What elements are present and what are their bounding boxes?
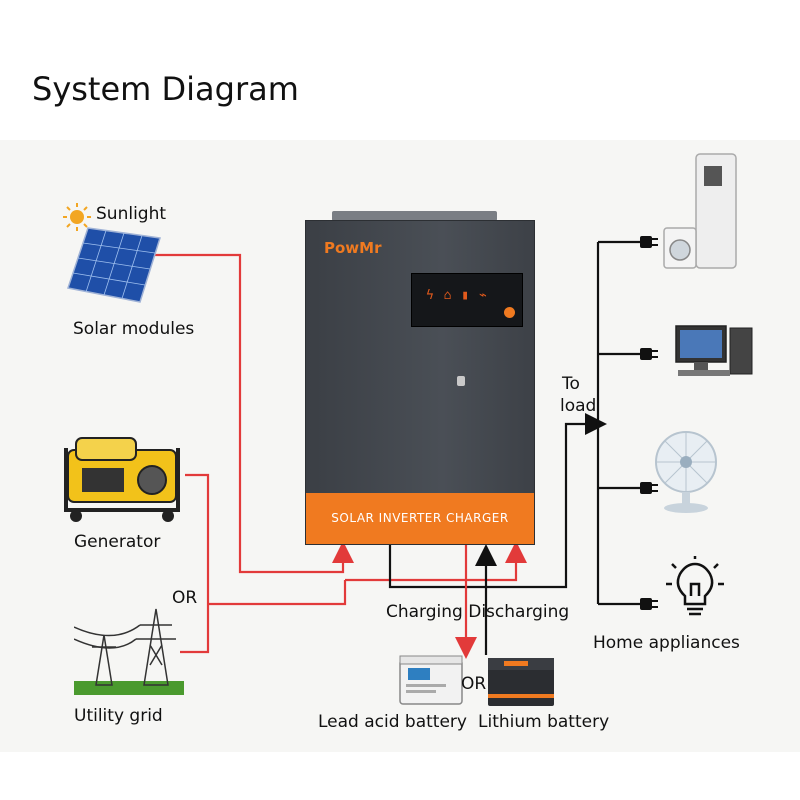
appliance-fan-icon [655, 431, 717, 513]
lock-icon [457, 376, 465, 386]
lithium-battery-icon [488, 658, 554, 706]
grid-wire-right [345, 541, 527, 582]
generator-icon [64, 437, 180, 522]
brand-logo: PowMr [324, 239, 382, 257]
to-load-label-2: load [560, 396, 597, 416]
utility-grid-label: Utility grid [74, 706, 163, 726]
lead-acid-battery-icon [399, 655, 463, 705]
battery-or-label: OR [461, 674, 487, 694]
lcd-display: ϟ ⌂ ▮ ⌁ [411, 273, 523, 327]
solar-panel-icon [67, 227, 161, 303]
utility-tower-icon [74, 608, 184, 695]
solar-modules-label: Solar modules [73, 319, 195, 339]
appliance-fridge-washer-icon [663, 153, 737, 269]
generator-wire [180, 473, 210, 654]
sun-icon [63, 203, 91, 231]
generator-label: Generator [74, 532, 161, 552]
inverter-label-band: SOLAR INVERTER CHARGER [306, 493, 534, 544]
inverter-unit: PowMr ϟ ⌂ ▮ ⌁ SOLAR INVERTER CHARGER [305, 220, 535, 545]
lithium-battery-label: Lithium battery [478, 712, 610, 732]
source-or-label: OR [172, 588, 198, 608]
solar-wire [150, 253, 354, 574]
lcd-readout: ϟ ⌂ ▮ ⌁ [426, 288, 488, 303]
to-load-label-1: To [562, 374, 580, 394]
appliance-computer-icon [675, 325, 753, 376]
home-appliances-label: Home appliances [593, 633, 740, 653]
load-wire [388, 413, 607, 589]
charging-discharging-label: Charging Discharging [386, 602, 570, 622]
sunlight-label: Sunlight [96, 204, 167, 224]
lead-acid-battery-label: Lead acid battery [318, 712, 467, 732]
power-button[interactable] [504, 307, 515, 318]
inverter-mount [332, 211, 497, 221]
grid-wire [208, 580, 347, 606]
appliance-light-bulb-icon [666, 556, 724, 616]
plug-icon [640, 236, 658, 610]
page-title: System Diagram [32, 70, 299, 108]
inverter-label: SOLAR INVERTER CHARGER [331, 511, 509, 525]
